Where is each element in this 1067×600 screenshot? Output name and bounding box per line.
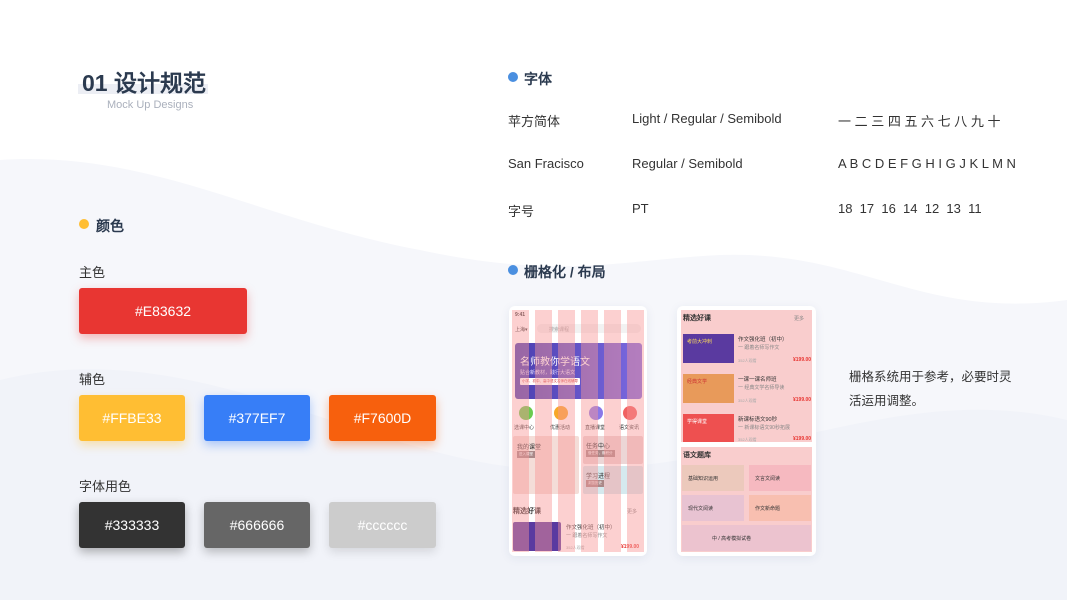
page-title: 01 设计规范 [82, 70, 206, 96]
course-thumbnail[interactable]: 考前大冲刺 [683, 334, 734, 363]
banner-subtitle: 贴合新教材，践行大语文 [520, 370, 576, 376]
course-thumbnail[interactable]: 学得课堂 [683, 414, 734, 442]
course-views: 352人观看 [738, 358, 757, 363]
card-title: 我的课堂 [517, 445, 542, 451]
live-icon[interactable] [589, 406, 603, 420]
bank-tile[interactable]: 作文新命题 [749, 495, 811, 521]
bank-tile[interactable]: 基础知识运用 [682, 465, 744, 491]
course-views: 352人观看 [738, 437, 757, 442]
title-highlight [78, 84, 208, 94]
swatch-secondary: #F7600D [329, 395, 436, 441]
swatch-primary: #E83632 [79, 288, 247, 334]
news-icon[interactable] [623, 406, 637, 420]
featured-section: 精选好课 更多 考前大冲刺 作文强化班（初中） 一 跟着名师写作文 352人观看… [681, 310, 812, 442]
course-price: ¥199.00 [793, 357, 812, 363]
gift-icon[interactable] [554, 406, 568, 420]
more-link[interactable]: 更多 [794, 316, 805, 322]
font-sample: 一 二 三 四 五 六 七 八 九 十 [838, 114, 1001, 129]
primary-label: 主色 [79, 265, 106, 280]
card-title: 任务中心 [586, 444, 611, 450]
nav-label: 优惠活动 [550, 425, 571, 431]
nav-label: 语文资讯 [619, 425, 640, 431]
status-time: 9:41 [515, 312, 526, 318]
course-title: 作文强化班（初中） [738, 337, 788, 343]
card-button[interactable]: 浏览历史 [586, 480, 604, 487]
course-price: ¥199.00 [621, 544, 640, 550]
banner[interactable]: 名师教你学语文 贴合新教材，践行大语文 小学、初中、高中语文名师在线辅导 [515, 343, 642, 399]
card-title: 学习进程 [586, 474, 611, 480]
font-size-label: 字号 [508, 204, 535, 219]
course-views: 352人观看 [738, 398, 757, 403]
text-color-label: 字体用色 [79, 479, 132, 494]
bullet-icon [79, 219, 89, 229]
swatch-text: #666666 [204, 502, 310, 548]
swatch-text: #cccccc [329, 502, 436, 548]
section-title: 精选好课 [513, 508, 541, 515]
bullet-icon [508, 72, 518, 82]
bank-tile[interactable]: 现代文阅读 [682, 495, 744, 521]
secondary-label: 辅色 [79, 372, 106, 387]
progress-card[interactable]: 学习进程 浏览历史 [583, 466, 643, 494]
swatch-secondary: #FFBE33 [79, 395, 185, 441]
more-link[interactable]: 更多 [627, 509, 638, 515]
grid-heading: 栅格化 / 布局 [524, 264, 606, 280]
course-title: 作文强化班（初中） [566, 525, 616, 531]
course-subtitle: 一 跟着名师写作文 [566, 533, 608, 539]
section-title: 精选好课 [683, 315, 711, 322]
banner-title: 名师教你学语文 [520, 357, 590, 368]
grid-note: 栅格系统用于参考，必要时灵 活运用调整。 [849, 365, 1012, 413]
exam-tile[interactable]: 中 / 高考模拟试卷 [682, 525, 811, 551]
font-weights: Light / Regular / Semibold [632, 111, 782, 126]
phone-mockup-courses: 精选好课 更多 考前大冲刺 作文强化班（初中） 一 跟着名师写作文 352人观看… [677, 306, 816, 556]
font-weights: Regular / Semibold [632, 156, 743, 171]
phone-mockup-home: 9:41 上海▾ 搜索课程 名师教你学语文 贴合新教材，践行大语文 小学、初中、… [509, 306, 647, 556]
swatch-text: #333333 [79, 502, 185, 548]
grid-note-line: 活运用调整。 [849, 394, 925, 408]
question-bank-section: 语文题库 基础知识运用 文言文阅读 现代文阅读 作文新命题 中 / 高考模拟试卷 [681, 447, 812, 552]
bank-tile[interactable]: 文言文阅读 [749, 465, 811, 491]
course-views: 352人观看 [566, 545, 585, 550]
course-price: ¥199.00 [793, 397, 812, 403]
course-center-icon[interactable] [519, 406, 533, 420]
course-title: 新课标语文90秒 [738, 417, 778, 423]
course-title: 一课一课名师班 [738, 377, 777, 383]
swatch-secondary: #377EF7 [204, 395, 310, 441]
my-class-card[interactable]: 我的课堂 进入课堂 [513, 436, 579, 494]
font-unit: PT [632, 201, 649, 216]
bullet-icon [508, 265, 518, 275]
font-name: San Fracisco [508, 156, 584, 171]
font-name: 苹方简体 [508, 114, 561, 129]
banner-tag: 小学、初中、高中语文名师在线辅导 [520, 378, 580, 385]
search-input[interactable]: 搜索课程 [537, 324, 641, 333]
grid-note-line: 栅格系统用于参考，必要时灵 [849, 370, 1012, 384]
nav-label: 选课中心 [514, 425, 535, 431]
colors-heading: 颜色 [96, 218, 124, 234]
fonts-heading: 字体 [524, 71, 552, 87]
course-thumbnail[interactable]: 经典文学 [683, 374, 734, 403]
course-subtitle: 一 经典文学名师导读 [738, 385, 785, 391]
city-selector[interactable]: 上海▾ [515, 327, 528, 333]
page-subtitle: Mock Up Designs [107, 99, 194, 111]
card-button[interactable]: 做任务，赚积分 [586, 450, 615, 457]
course-price: ¥199.00 [793, 436, 812, 442]
course-subtitle: 一 跟着名师写作文 [738, 345, 780, 351]
font-sizes: 18 17 16 14 12 13 11 [838, 201, 982, 216]
task-card[interactable]: 任务中心 做任务，赚积分 [583, 436, 643, 464]
font-sample: A B C D E F G H I G J K L M N [838, 156, 1016, 171]
course-thumbnail[interactable] [513, 522, 561, 551]
section-title: 语文题库 [683, 452, 711, 459]
nav-label: 直播课堂 [585, 425, 606, 431]
course-subtitle: 一 新课标语文90秒拓展 [738, 425, 790, 431]
card-button[interactable]: 进入课堂 [517, 451, 535, 458]
